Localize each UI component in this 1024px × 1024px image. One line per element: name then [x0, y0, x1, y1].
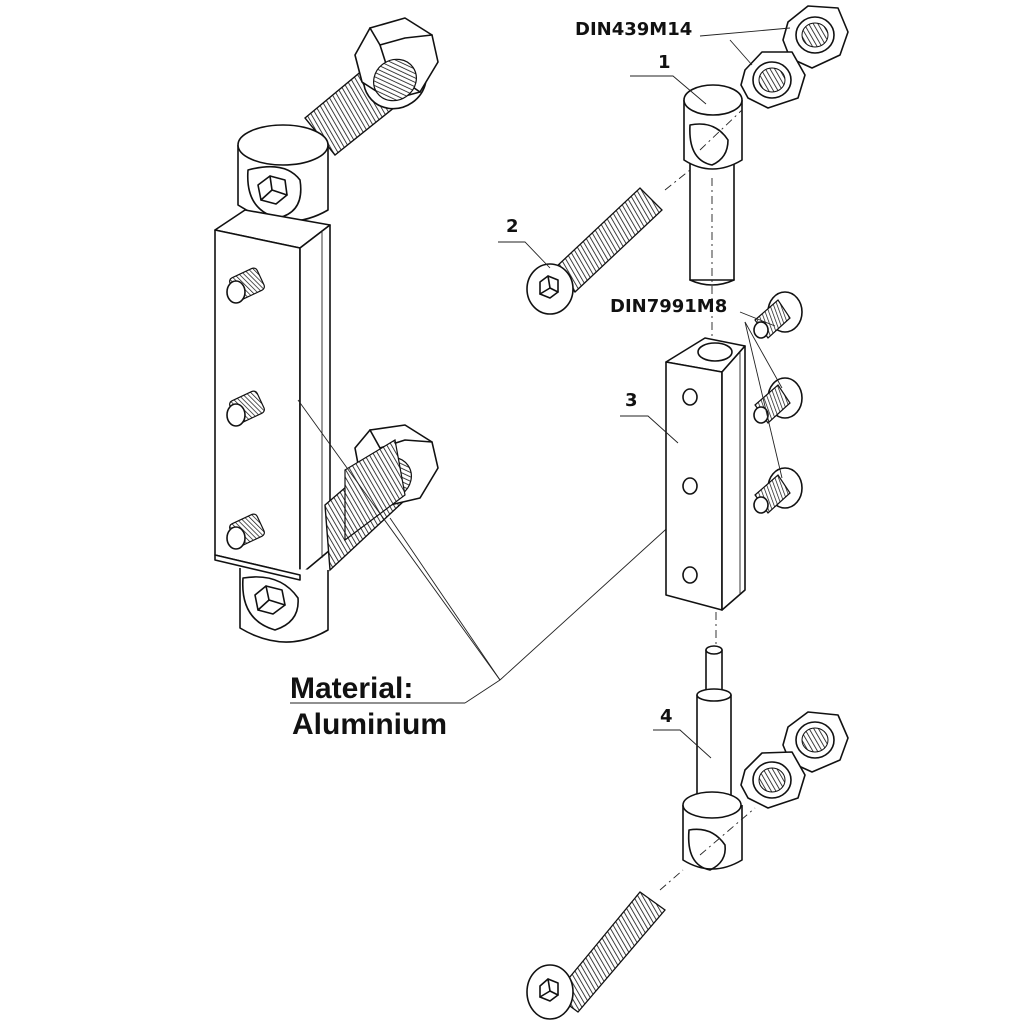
part-4-lower-pin: [682, 645, 756, 871]
part-2-leader: [498, 241, 551, 269]
part-4-label: 4: [660, 706, 673, 727]
part-1-label: 1: [658, 52, 671, 73]
bottom-nuts: [740, 711, 849, 809]
countersunk-screws: [739, 291, 803, 514]
hex-nut: [782, 5, 849, 69]
assembled-set-screw: [226, 267, 265, 304]
hex-nut: [782, 711, 849, 773]
assembled-upper-head: [237, 124, 329, 223]
nut-standard-label: DIN439M14: [575, 19, 692, 40]
part-3-label: 3: [625, 390, 638, 411]
countersunk-screw: [753, 291, 803, 339]
countersunk-hole: [682, 566, 698, 584]
hex-nut: [740, 751, 806, 809]
part-3-square-bar: [665, 337, 746, 650]
assembled-lower-head: [214, 554, 329, 643]
countersunk-screw: [753, 377, 803, 424]
hex-nut: [740, 51, 806, 109]
part-1-upper-pin: [683, 84, 743, 350]
lower-bolt: [526, 869, 684, 1020]
assembled-upper-bolt: [304, 17, 439, 156]
countersunk-hole: [682, 477, 698, 495]
screw-standard-label: DIN7991M8: [610, 296, 727, 317]
assembled-set-screw: [226, 390, 265, 427]
assembled-view: [214, 17, 439, 643]
part-2-upper-bolt: [526, 169, 691, 315]
top-nuts: [699, 5, 849, 109]
countersunk-hole: [682, 388, 698, 406]
material-value: Aluminium: [292, 708, 447, 741]
assembled-lower-bolt: [324, 424, 439, 572]
part-3-leader: [620, 415, 679, 444]
part-1-leader: [630, 75, 707, 105]
material-leader: [290, 399, 686, 704]
assembled-square-bar: [214, 209, 331, 576]
material-label: Material:: [290, 672, 413, 705]
part-2-label: 2: [506, 216, 519, 237]
countersunk-screw: [753, 467, 803, 514]
assembled-set-screw: [226, 513, 265, 550]
part-4-leader: [653, 729, 712, 759]
